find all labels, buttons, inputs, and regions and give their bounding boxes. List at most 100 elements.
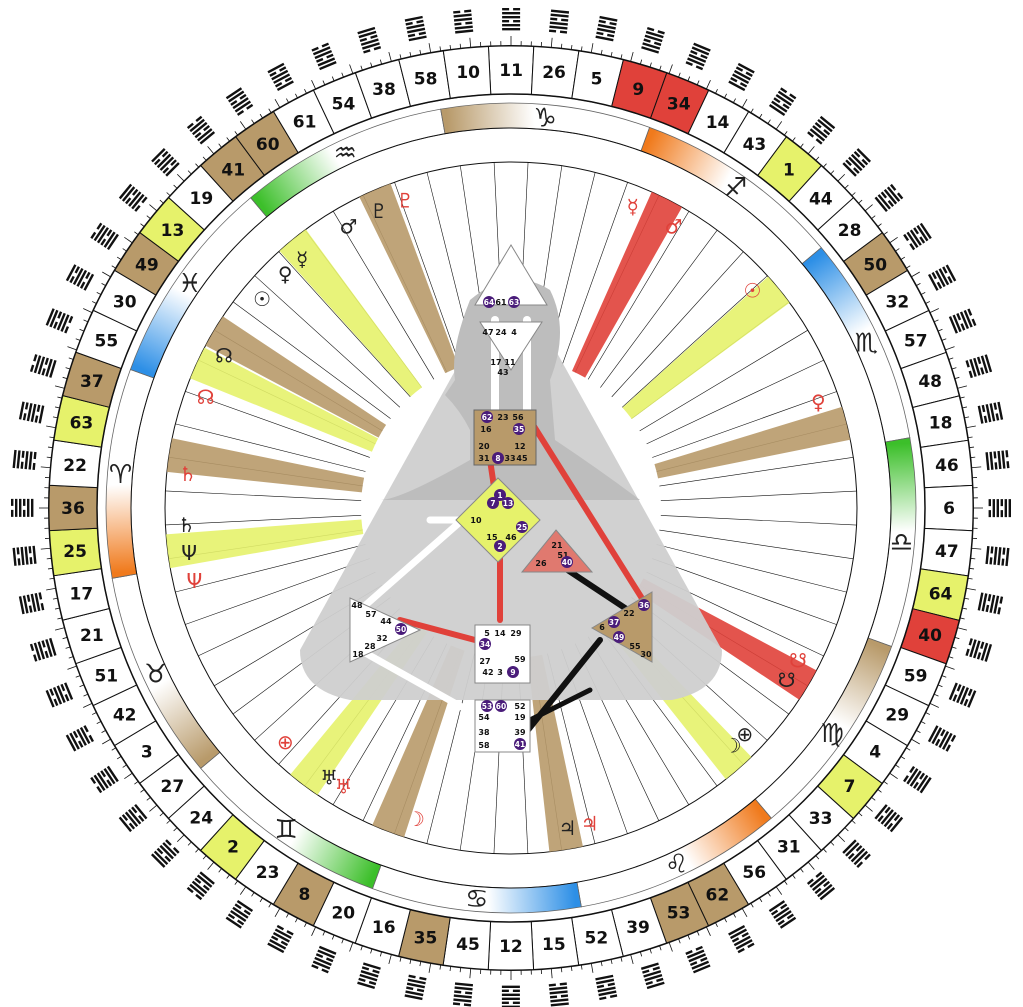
solar-plexus-center	[591, 591, 653, 663]
gate-number: 24	[189, 809, 213, 829]
center-gate-label: 30	[640, 650, 652, 659]
zodiac-glyph: ♉	[144, 660, 167, 690]
hexagram-icon	[225, 900, 254, 929]
planet-glyph: ♇	[370, 199, 388, 223]
tick-mark	[428, 962, 432, 973]
tick-mark	[945, 346, 955, 351]
tick-mark	[67, 665, 77, 670]
hexagram-ring	[10, 7, 1012, 1007]
planet-glyph: ⊕	[277, 730, 294, 754]
hexagram-icon	[501, 985, 520, 1007]
hexagram-icon	[452, 982, 474, 1007]
center-gate-label: 28	[364, 642, 376, 651]
center-gate-label: 61	[495, 298, 507, 307]
tick-mark	[54, 627, 65, 631]
hexagram-icon	[12, 545, 37, 566]
center-gate-label: 60	[496, 702, 506, 711]
planet-glyph: ☿	[296, 247, 308, 271]
center-gate-label: 22	[623, 609, 634, 618]
active-gate-marker	[483, 296, 495, 308]
zodiac-glyph: ♊	[275, 815, 298, 845]
gate-number: 39	[626, 918, 650, 938]
gate-number: 23	[256, 863, 280, 883]
activation-wedge	[572, 191, 683, 378]
hexagram-icon	[404, 974, 427, 1001]
g-center	[455, 477, 541, 563]
planet-glyph: ♇	[396, 189, 414, 213]
hexagram-icon	[65, 725, 94, 752]
tick-mark	[957, 385, 968, 389]
hexagram-icon	[404, 15, 427, 42]
gate-number: 42	[113, 705, 137, 725]
tick-mark	[207, 146, 215, 155]
planet-glyph: ☉	[253, 287, 271, 311]
hexagram-icon	[311, 945, 337, 974]
gate-number: 13	[161, 221, 185, 241]
zodiac-glyph: ♐	[724, 173, 747, 203]
active-gate-marker	[561, 556, 573, 568]
hexagram-icon	[548, 982, 569, 1007]
hexagram-icon	[45, 308, 74, 334]
hexagram-icon	[641, 26, 665, 54]
center-gate-label: 52	[514, 702, 525, 711]
gate-number: 12	[499, 937, 523, 957]
center-gate-label: 26	[535, 559, 547, 568]
hexagram-icon	[267, 62, 294, 91]
gate-number: 28	[838, 221, 862, 241]
center-gate-label: 42	[482, 668, 493, 677]
planet-glyph: ♅	[335, 775, 353, 799]
gate-number: 38	[372, 80, 396, 100]
hexagram-icon	[311, 42, 337, 71]
gate-number: 51	[94, 667, 118, 687]
tick-mark	[149, 804, 158, 812]
tick-mark	[388, 954, 392, 965]
tick-mark	[889, 772, 898, 780]
tick-mark	[957, 627, 968, 631]
tick-mark	[124, 236, 133, 244]
gate-number: 48	[918, 372, 942, 392]
hexagram-icon	[903, 765, 932, 794]
center-gate-label: 13	[503, 499, 513, 508]
planet-glyph: ♃	[558, 816, 576, 840]
spoke-line	[660, 515, 857, 526]
hexagram-icon	[903, 222, 932, 251]
gate-number: 62	[706, 885, 730, 905]
hexagram-icon	[874, 804, 904, 833]
zodiac-glyph: ♍	[820, 719, 843, 749]
center-gate-label: 14	[494, 629, 506, 638]
zodiac-glyph: ♋	[465, 885, 488, 915]
center-gate-label: 20	[478, 442, 490, 451]
center-gate-label: 59	[514, 655, 526, 664]
active-gate-marker	[495, 700, 507, 712]
tick-mark	[705, 80, 711, 90]
gate-number: 41	[221, 160, 245, 180]
tick-mark	[550, 968, 553, 979]
hexagram-icon	[90, 222, 119, 251]
center-gate-label: 39	[514, 728, 526, 737]
center-gate-label: 50	[396, 625, 406, 634]
gate-number: 52	[585, 929, 609, 949]
gate-number: 36	[61, 499, 85, 519]
gate-number: 35	[414, 929, 438, 949]
center-gate-label: 29	[510, 629, 522, 638]
gate-number: 49	[135, 256, 159, 276]
active-gate-marker	[514, 738, 526, 750]
hexagram-icon	[965, 354, 993, 379]
tick-mark	[388, 51, 392, 62]
center-gate-label: 4	[511, 328, 517, 337]
gate-number: 6	[943, 499, 955, 519]
hexagram-icon	[502, 7, 521, 31]
gate-number: 21	[80, 626, 104, 646]
tick-mark	[149, 204, 158, 212]
center-gate-label: 48	[351, 601, 363, 610]
hexagram-icon	[151, 839, 180, 868]
center-gate-label: 63	[509, 298, 519, 307]
gate-number: 9	[632, 80, 644, 100]
tick-mark	[889, 236, 898, 244]
hexagram-icon	[685, 42, 711, 71]
gate-number: 10	[456, 63, 480, 83]
center-gate-label: 51	[557, 551, 569, 560]
tick-mark	[83, 702, 93, 708]
planet-glyph: ☽	[724, 734, 742, 758]
